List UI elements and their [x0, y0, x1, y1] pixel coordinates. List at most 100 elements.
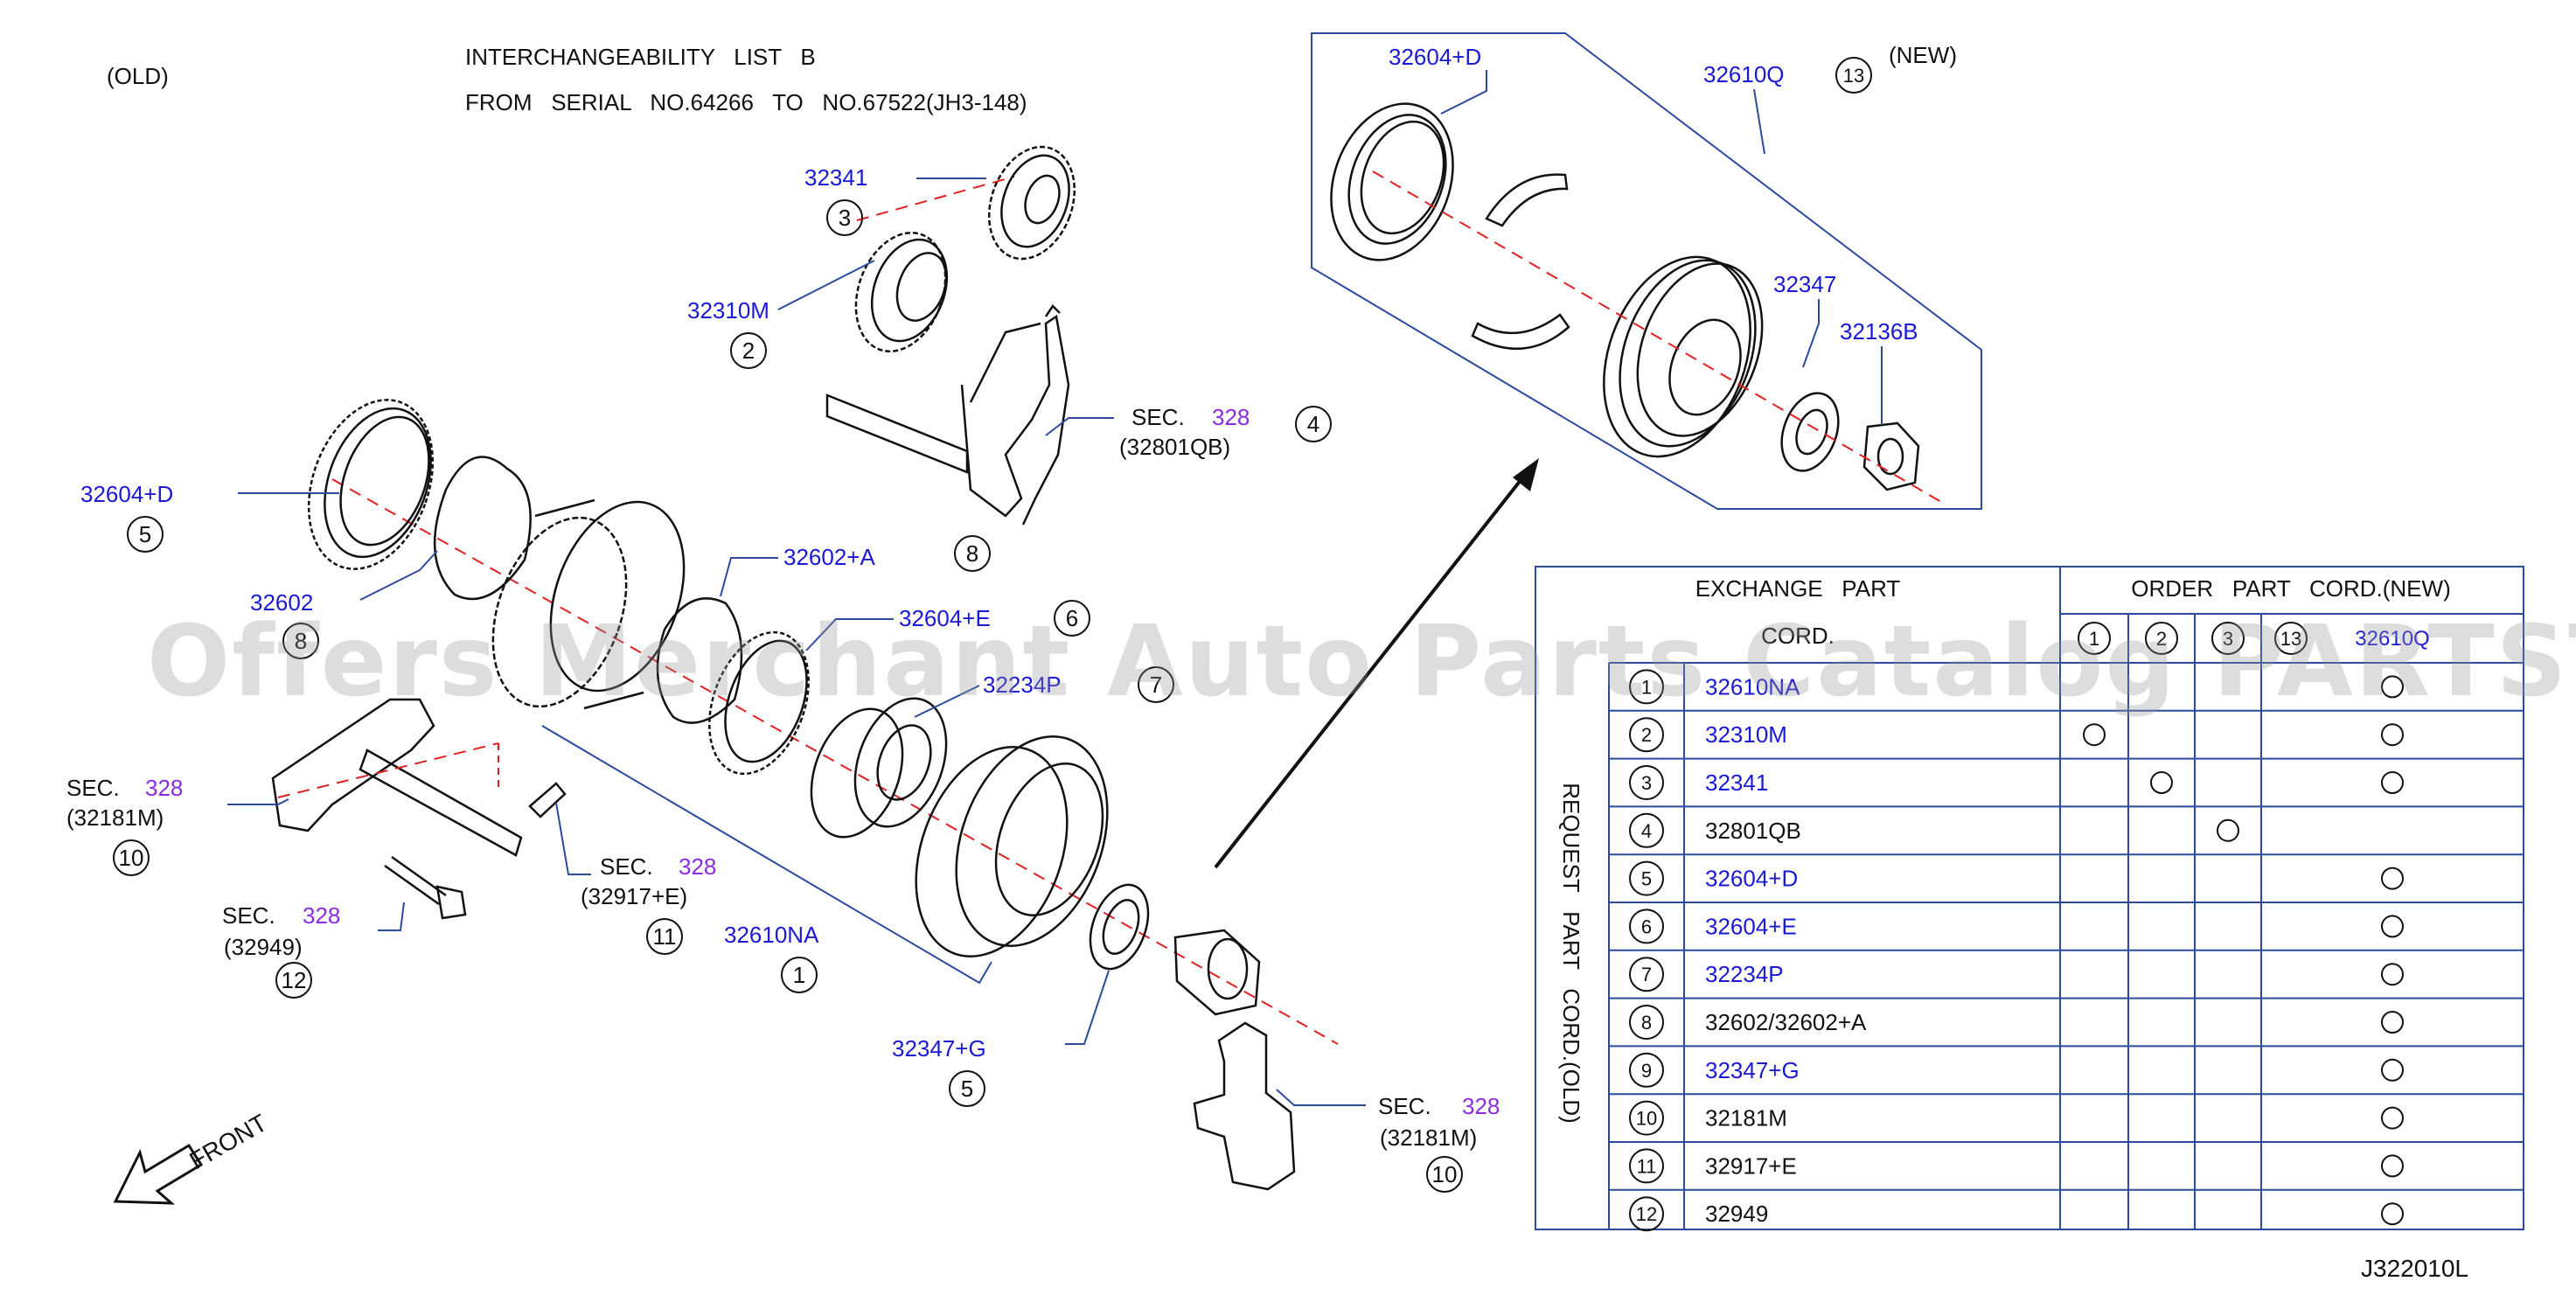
- sec-code: (32917+E): [581, 883, 687, 909]
- compat-mark: [2381, 675, 2404, 699]
- new-code-32610q: 32610Q: [1703, 61, 1785, 87]
- row-num: 11: [1637, 1155, 1657, 1177]
- cord-header: CORD.: [1761, 623, 1835, 649]
- callout-circle: [954, 535, 991, 572]
- callout-32234p: 32234P: [983, 672, 1062, 698]
- leader-line: [359, 550, 438, 601]
- lever-32181m-right: [1193, 1021, 1296, 1191]
- gear-axis-line: [856, 176, 1015, 221]
- sec-number: 328: [303, 902, 340, 929]
- callout-32602: 32602: [250, 589, 313, 616]
- compat-mark: [2381, 963, 2404, 986]
- exchange-header: EXCHANGE PART: [1695, 575, 1901, 602]
- leader-line: [720, 557, 778, 597]
- row-num: 12: [1636, 1203, 1657, 1225]
- subhead-circle: [2145, 622, 2178, 655]
- table-row: 11 32917+E: [1629, 1148, 2404, 1184]
- gear-32310m: [854, 231, 949, 353]
- compat-mark: [2217, 818, 2239, 842]
- callout-num: 10: [1432, 1161, 1458, 1187]
- row-num-circle: [1629, 860, 1664, 896]
- lever-axis-line: [277, 742, 499, 798]
- subhead-circle: [2078, 622, 2111, 655]
- row-num: 10: [1636, 1108, 1657, 1130]
- sec-label: SEC.: [222, 902, 275, 929]
- gear-32341: [987, 145, 1076, 261]
- compat-mark: [2381, 1011, 2404, 1034]
- compat-mark: [2381, 1058, 2404, 1082]
- leader-line: [378, 902, 405, 931]
- compat-mark: [2381, 1202, 2404, 1226]
- front-indicator: FRONT: [113, 1109, 272, 1205]
- plate-32602a: [656, 597, 743, 724]
- synchro-ring-32604e: [708, 630, 810, 776]
- row-code: 32949: [1705, 1201, 1768, 1227]
- callout-num: 5: [961, 1076, 973, 1102]
- sleeve: [915, 735, 1109, 957]
- bolt-32949: [384, 855, 467, 920]
- leader-line: [914, 685, 980, 718]
- plate-32602: [433, 456, 532, 601]
- leader-line: [1045, 417, 1114, 436]
- sec-label: SEC.: [1131, 404, 1185, 430]
- leader-line: [1753, 88, 1765, 155]
- washer-32347g: [1089, 883, 1150, 971]
- subhead-circle: [2274, 622, 2308, 655]
- new-kit-frame: [1311, 32, 1982, 510]
- callout-num: 5: [139, 521, 151, 547]
- hex-nut: [1173, 929, 1261, 1016]
- row-code: 32310M: [1705, 721, 1787, 748]
- sec-number: 328: [1462, 1093, 1500, 1119]
- row-num-circle: [1629, 1196, 1664, 1232]
- callout-circle: [1426, 1156, 1463, 1193]
- callout-num: 6: [1066, 605, 1078, 631]
- subhead-num: 1: [2089, 628, 2099, 650]
- sec-number: 328: [679, 853, 716, 880]
- sec-label: SEC.: [1378, 1093, 1431, 1119]
- leader-line: [809, 882, 992, 985]
- leader-line: [541, 725, 811, 884]
- row-code: 32917+E: [1705, 1152, 1797, 1179]
- shift-fork-32801qb: [825, 304, 1070, 526]
- callout-circle: [282, 623, 319, 659]
- row-num-circle: [1629, 957, 1664, 992]
- subhead-num: 13: [2280, 628, 2301, 650]
- subhead-num: 3: [2223, 628, 2233, 650]
- leader-line: [1065, 970, 1110, 1045]
- row-code: 32602/32602+A: [1705, 1009, 1867, 1035]
- new-hub-sleeve: [1603, 255, 1764, 458]
- sec-label: SEC.: [600, 853, 653, 880]
- new-synchro-ring: [1330, 102, 1454, 261]
- row-num: 4: [1641, 820, 1652, 842]
- callout-32602a: 32602+A: [783, 544, 875, 570]
- subhead-code: 32610Q: [2355, 627, 2429, 651]
- compat-mark: [2150, 771, 2173, 794]
- row-num-circle: [1629, 1052, 1664, 1088]
- pin-32917e: [528, 782, 567, 818]
- row-num: 3: [1641, 772, 1652, 794]
- new-code-32136b: 32136B: [1840, 318, 1918, 345]
- row-code: 32604+D: [1705, 866, 1798, 892]
- new-code-32604d: 32604+D: [1389, 44, 1481, 70]
- sec-code: (32801QB): [1119, 434, 1230, 460]
- callout-32604e: 32604+E: [899, 605, 991, 631]
- sec-code: (32949): [224, 934, 303, 960]
- replacement-arrowhead: [1513, 458, 1539, 491]
- new-key-lower: [1471, 313, 1570, 351]
- callout-circle: [275, 962, 312, 999]
- shaft-pin: [359, 748, 523, 857]
- callout-32310m: 32310M: [687, 297, 769, 324]
- callout-num: 8: [295, 628, 307, 654]
- table-border: [1535, 566, 2524, 1230]
- callout-circle: [1138, 666, 1174, 703]
- row-code: 32341: [1705, 769, 1768, 796]
- new-nut: [1862, 421, 1920, 491]
